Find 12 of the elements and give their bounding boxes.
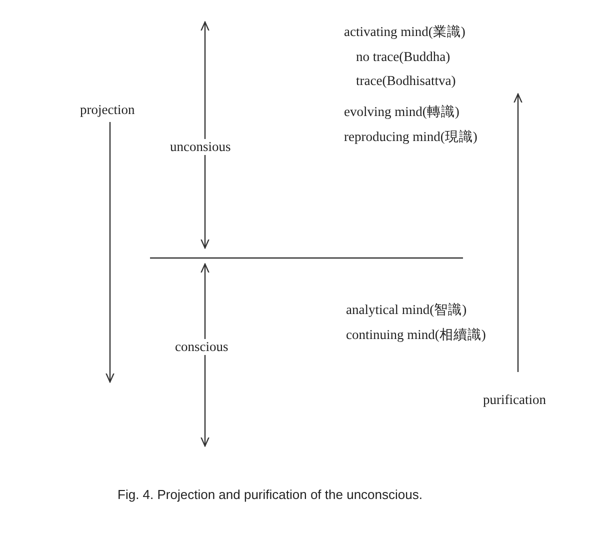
label-text: purification [483, 392, 546, 408]
label-text: conscious [175, 339, 228, 355]
label-text: projection [80, 102, 135, 118]
label-text: no trace(Buddha) [356, 49, 450, 65]
label-text: reproducing mind(現識) [344, 129, 478, 145]
figure-caption: Fig. 4. Projection and purification of the unconscious. [116, 487, 424, 502]
label-text: activating mind(業識) [344, 24, 466, 40]
label-text: continuing mind(相續識) [346, 327, 486, 343]
label-text: analytical mind(智識) [346, 302, 467, 318]
label-text: trace(Bodhisattva) [356, 73, 456, 89]
label-text: unconsious [170, 139, 231, 155]
label-text: evolving mind(轉識) [344, 104, 460, 120]
